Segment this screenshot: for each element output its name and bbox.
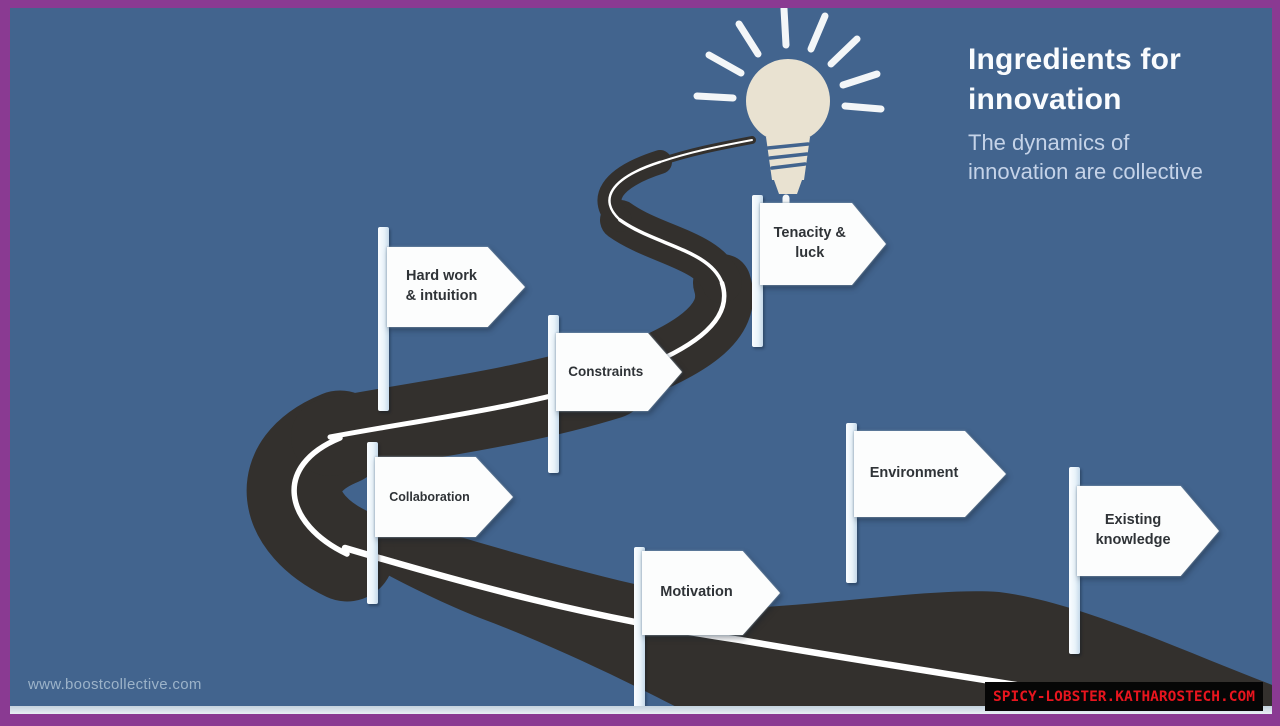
sign-environment: Environment (854, 431, 1006, 517)
sign-text-line: Existing (1104, 512, 1162, 529)
sign-text-line: Environment (869, 465, 959, 482)
sign-text-line: & intuition (405, 288, 478, 304)
sign-constraints: Constraints (556, 333, 682, 411)
subtitle-line: The dynamics of (968, 130, 1130, 155)
sign-label: Hard work & intuition (387, 247, 525, 327)
signpost-hard-work (378, 227, 389, 411)
signpost-collaboration (367, 442, 378, 604)
subtitle-line: innovation are collective (968, 159, 1203, 184)
sign-text-line: luck (795, 245, 825, 261)
bottom-horizon-strip (10, 706, 1272, 714)
sign-motivation: Motivation (642, 551, 780, 635)
sign-hard-work-intuition: Hard work & intuition (387, 247, 525, 327)
watermark-badge: SPICY-LOBSTER.KATHAROSTECH.COM (985, 682, 1263, 711)
sign-text-line: knowledge (1095, 532, 1171, 548)
signpost-constraints (548, 315, 559, 473)
signpost-environment (846, 423, 857, 583)
sign-label: Environment (854, 431, 1006, 517)
page-title: Ingredients for innovation (968, 40, 1258, 120)
sign-label: Tenacity & luck (760, 203, 886, 285)
signpost-existing-knowledge (1069, 467, 1080, 654)
light-rays (693, 8, 885, 219)
sign-label: Motivation (642, 551, 780, 635)
sign-tenacity-luck: Tenacity & luck (760, 203, 886, 285)
sign-text-line: Motivation (660, 584, 733, 601)
title-line: innovation (968, 83, 1122, 116)
signpost-tenacity (752, 195, 763, 347)
watermark-text: SPICY-LOBSTER.KATHAROSTECH.COM (993, 688, 1255, 705)
sign-collaboration: Collaboration (375, 457, 513, 537)
canvas-background: Hard work & intuition Tenacity & luck Co… (10, 8, 1272, 714)
sign-existing-knowledge: Existing knowledge (1077, 486, 1219, 576)
innovation-road-diagram: Hard work & intuition Tenacity & luck Co… (10, 8, 1272, 714)
sign-text-line: Constraints (568, 363, 644, 379)
signpost-motivation (634, 547, 645, 708)
page-subtitle: The dynamics of innovation are collectiv… (968, 128, 1268, 186)
sign-label: Collaboration (375, 457, 513, 537)
sign-text-line: Tenacity & (773, 225, 846, 242)
website-text: www.boostcollective.com (28, 676, 202, 693)
sign-text-line: Collaboration (389, 489, 470, 504)
sign-label: Constraints (556, 333, 682, 411)
sign-label: Existing knowledge (1077, 486, 1219, 576)
lightbulb-icon (693, 8, 885, 219)
title-line: Ingredients for (968, 43, 1182, 76)
sign-text-line: Hard work (406, 268, 477, 285)
